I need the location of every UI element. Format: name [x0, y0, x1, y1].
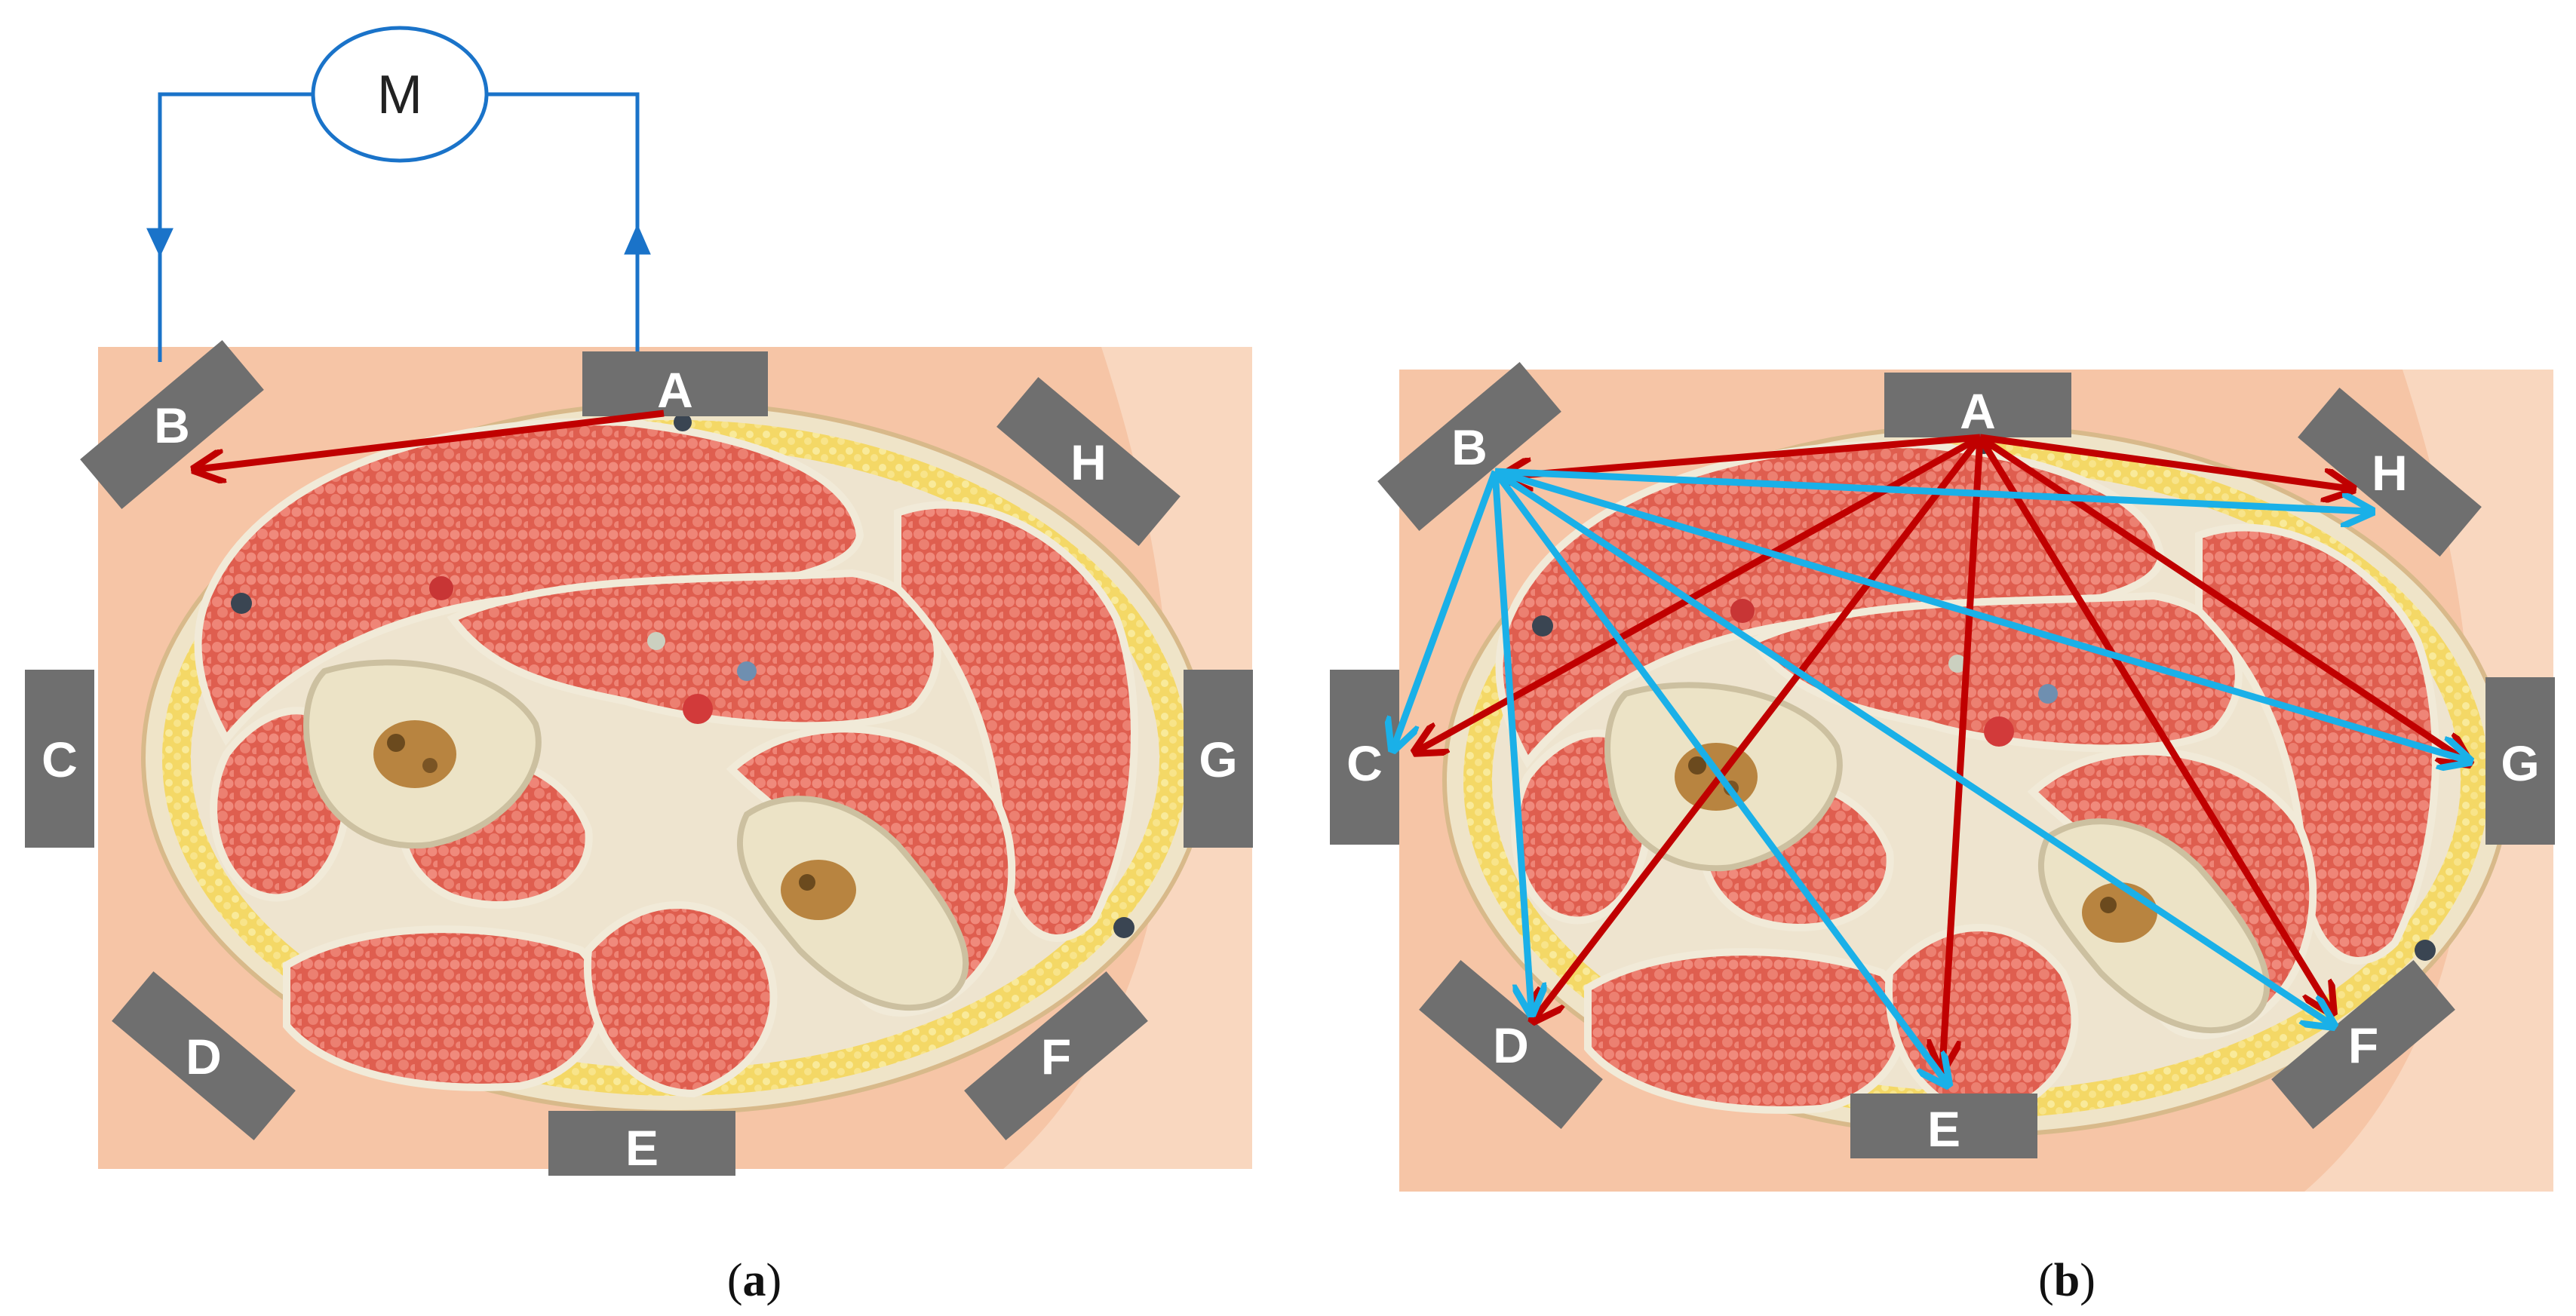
electrode-c: C	[25, 670, 94, 848]
electrode-label-a: A	[657, 362, 693, 418]
electrode-d: D	[112, 971, 296, 1141]
electrode-label-b: B	[154, 397, 190, 453]
circuit-wire-right	[487, 92, 640, 362]
electrode-label-a: A	[1960, 383, 1996, 439]
circuit-wire-left	[158, 92, 313, 362]
electrode-label-g: G	[1199, 732, 1237, 787]
electrode-label-b: B	[1451, 419, 1488, 475]
electrode-label-h: H	[2372, 445, 2408, 501]
caption-a: (a)	[727, 1255, 781, 1306]
electrode-f: F	[2271, 959, 2455, 1130]
electrode-h: H	[996, 376, 1181, 547]
electrode-e: E	[1850, 1094, 2037, 1158]
electrode-label-h: H	[1070, 434, 1107, 490]
electrode-b: B	[1377, 361, 1561, 532]
arrow-a-to-h	[1979, 434, 2350, 489]
electrode-label-c: C	[41, 732, 78, 787]
arrow-b-to-f	[1493, 468, 2331, 1024]
electrode-e: E	[548, 1111, 735, 1176]
arrow-b-to-g	[1494, 468, 2467, 760]
electrode-d: D	[1419, 959, 1603, 1130]
arrow-a-to-b	[1505, 434, 1981, 477]
arrow-a-to-g	[1978, 434, 2467, 762]
meter-circle	[311, 26, 489, 163]
meter-label: M	[377, 65, 422, 125]
electrode-label-f: F	[1041, 1029, 1071, 1084]
arrows-from-b	[1394, 468, 2467, 1082]
electrode-label-f: F	[2348, 1017, 2378, 1073]
panel-b: A B H C G D F E	[1330, 361, 2555, 1192]
electrode-label-d: D	[1493, 1017, 1529, 1073]
measurement-circuit	[146, 26, 651, 362]
arrow-a-to-e	[1942, 437, 1984, 1067]
electrode-c: C	[1330, 670, 1399, 845]
arrow-a-to-b	[198, 410, 665, 469]
electrode-a: A	[582, 351, 768, 418]
panel-a: M A B H C G D F	[25, 26, 1253, 1176]
arrow-b-to-h	[1494, 468, 2369, 511]
arrow-a-to-f	[1977, 435, 2331, 1011]
arrow-b-to-e	[1492, 469, 1946, 1082]
electrode-label-c: C	[1346, 735, 1383, 791]
electrode-f: F	[964, 971, 1148, 1141]
arrow-b-to-c	[1394, 470, 1499, 747]
electrode-label-d: D	[186, 1029, 222, 1084]
arrows-from-a	[1418, 434, 2467, 1067]
arrow-b-to-d	[1491, 471, 1531, 1011]
electrode-label-g: G	[2501, 735, 2539, 791]
electrode-label-e: E	[1927, 1101, 1960, 1157]
electrode-g: G	[1184, 670, 1253, 848]
electrode-b: B	[80, 339, 264, 510]
electrode-a: A	[1884, 373, 2071, 439]
arrow-down-icon	[146, 228, 173, 257]
electrode-g: G	[2485, 677, 2555, 845]
caption-b: (b)	[2038, 1255, 2095, 1306]
electrode-label-e: E	[625, 1120, 659, 1176]
arrow-a-to-d	[1535, 435, 1983, 1018]
arrow-up-icon	[624, 223, 651, 255]
electrode-h: H	[2298, 387, 2482, 557]
